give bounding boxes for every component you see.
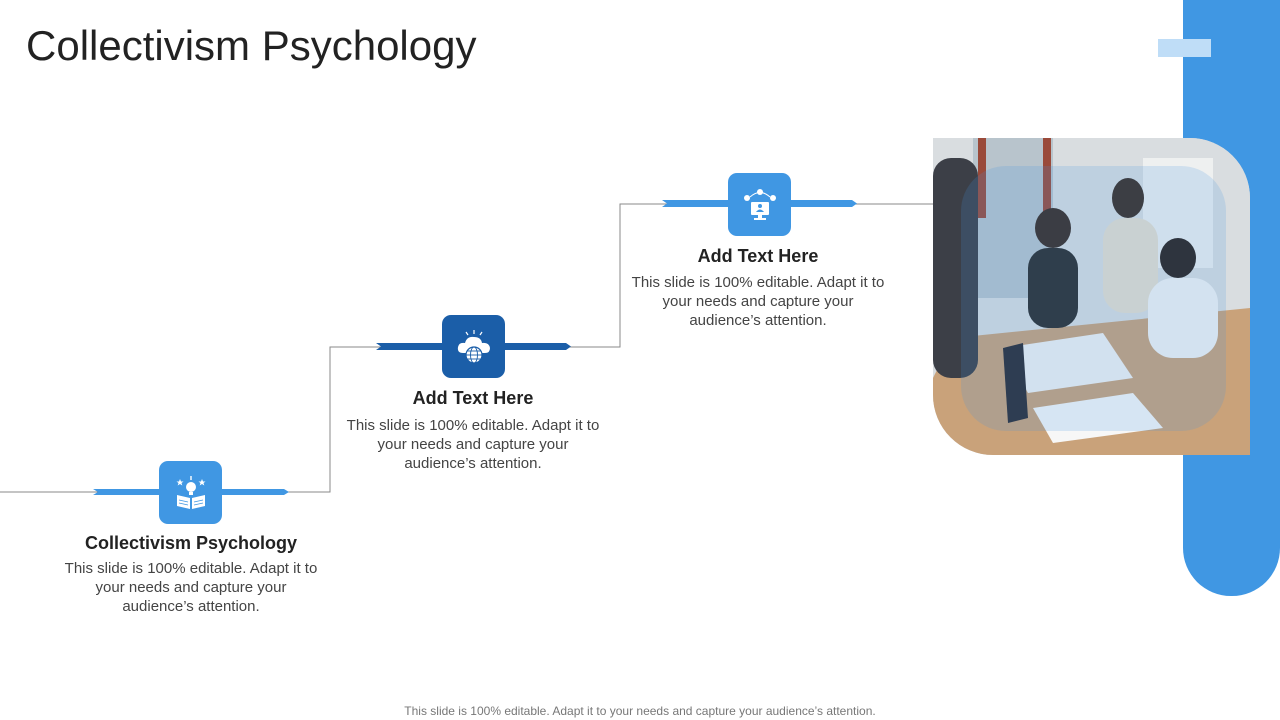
step-3-icon-tile [728, 173, 791, 236]
connector-bar-2-left [376, 343, 442, 350]
step-3-body: This slide is 100% editable. Adapt it to… [631, 274, 885, 329]
step-1-heading: Collectivism Psychology [84, 533, 298, 553]
team-photo [933, 138, 1250, 455]
monitor-network-icon [743, 188, 776, 220]
step-3-heading: Add Text Here [697, 246, 819, 266]
step-1-icon-tile [159, 461, 222, 524]
connector-bar-3-right [791, 200, 857, 207]
connector-bar-1-left [93, 489, 159, 495]
accent-bar [1158, 39, 1211, 57]
step-1-body: This slide is 100% editable. Adapt it to… [64, 560, 318, 615]
connector-bar-1-right [222, 489, 289, 495]
connector-bar-2-right [505, 343, 571, 350]
step-2-body: This slide is 100% editable. Adapt it to… [346, 417, 600, 472]
step-2-icon-tile [442, 315, 505, 378]
cloud-globe-icon [457, 329, 490, 364]
book-idea-icon [176, 475, 205, 509]
footer-note: This slide is 100% editable. Adapt it to… [404, 704, 876, 718]
slide-title: Collectivism Psychology [26, 22, 477, 69]
connector-bar-3-left [662, 200, 728, 207]
team-meeting-photo-illustration [933, 138, 1250, 455]
step-2-heading: Add Text Here [412, 388, 534, 408]
